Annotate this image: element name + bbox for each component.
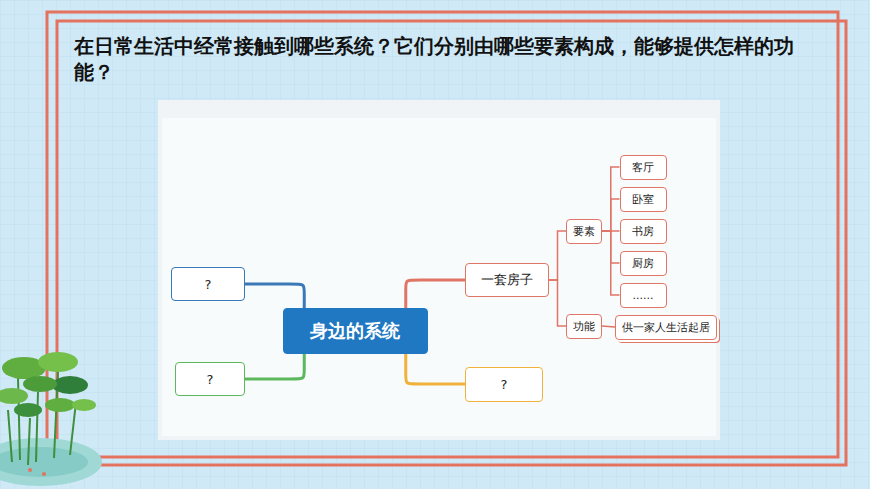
branch-line bbox=[602, 199, 620, 231]
leaf-box: 客厅 bbox=[620, 155, 667, 180]
node-label: 卧室 bbox=[632, 192, 654, 207]
node-label: ...... bbox=[633, 289, 654, 302]
leaf-box: ...... bbox=[620, 283, 667, 308]
central-topic: 身边的系统 bbox=[283, 308, 428, 354]
branch-line bbox=[245, 284, 304, 308]
branch-line bbox=[406, 280, 465, 308]
branch-line bbox=[549, 231, 566, 280]
branch-line bbox=[602, 231, 620, 295]
node-label: ? bbox=[205, 277, 212, 292]
branch-line bbox=[602, 326, 615, 327]
frame-outer bbox=[47, 12, 838, 457]
node-label: ? bbox=[501, 377, 508, 392]
sub-topic: 要素 bbox=[566, 219, 602, 244]
lily-illustration bbox=[0, 352, 102, 486]
node-label: 厨房 bbox=[632, 256, 654, 271]
leaf-box: 供一家人生活起居 bbox=[615, 315, 717, 340]
panel bbox=[158, 100, 720, 440]
branch-box: 一套房子 bbox=[465, 263, 549, 297]
sub-topic: 功能 bbox=[566, 314, 602, 339]
node-label: 功能 bbox=[573, 319, 595, 334]
node-label: 身边的系统 bbox=[310, 319, 400, 343]
branch-line bbox=[245, 354, 304, 379]
node-label: ? bbox=[207, 372, 214, 387]
leaf-box: 厨房 bbox=[620, 251, 667, 276]
branch-box: ? bbox=[465, 367, 543, 402]
heading: 在日常生活中经常接触到哪些系统？它们分别由哪些要素构成，能够提供怎样的功能？ bbox=[74, 33, 804, 85]
branch-line bbox=[549, 280, 566, 326]
branch-box: ? bbox=[175, 362, 245, 396]
node-label: 书房 bbox=[632, 224, 654, 239]
branch-line bbox=[406, 354, 465, 384]
leaf-box: 书房 bbox=[620, 219, 667, 244]
node-label: 供一家人生活起居 bbox=[622, 320, 710, 335]
frame-inner bbox=[57, 21, 846, 465]
branch-box: ? bbox=[171, 267, 245, 301]
node-label: 客厅 bbox=[632, 160, 654, 175]
node-label: 要素 bbox=[573, 224, 595, 239]
panel-inner bbox=[162, 118, 716, 436]
branch-line bbox=[602, 167, 620, 231]
leaf-box: 卧室 bbox=[620, 187, 667, 212]
node-label: 一套房子 bbox=[481, 271, 533, 289]
